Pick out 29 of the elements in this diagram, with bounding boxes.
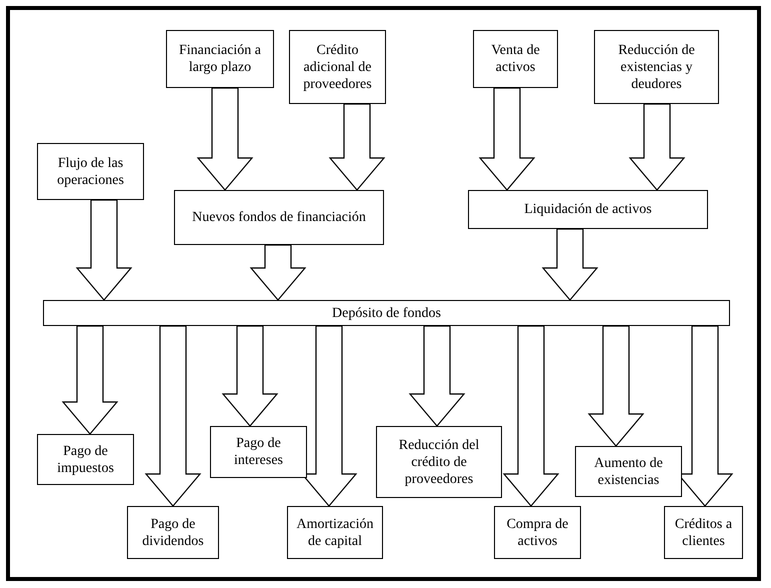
process-box: Flujo de las operaciones (37, 143, 144, 200)
block-arrow (542, 228, 598, 301)
process-box: Amortización de capital (287, 506, 383, 559)
process-box: Reducción de existencias y deudores (594, 30, 719, 104)
process-box: Compra de activos (494, 506, 581, 559)
process-box: Pago de intereses (210, 426, 307, 478)
process-box: Financiación a largo plazo (166, 30, 274, 88)
block-arrow (408, 325, 466, 427)
block-arrow (478, 87, 536, 191)
process-box: Venta de activos (473, 30, 558, 88)
process-box: Depósito de fondos (43, 300, 730, 326)
process-box: Nuevos fondos de financiación (174, 190, 384, 245)
block-arrow (196, 87, 254, 191)
process-box: Crédito adicional de proveedores (289, 30, 386, 104)
block-arrow (144, 325, 202, 507)
block-arrow (502, 325, 560, 507)
block-arrow (250, 244, 306, 301)
process-box: Pago de dividendos (127, 506, 219, 559)
block-arrow (628, 103, 686, 191)
process-box: Aumento de existencias (575, 446, 682, 497)
block-arrow (222, 325, 278, 427)
block-arrow (76, 199, 132, 301)
block-arrow (588, 325, 644, 447)
process-box: Liquidación de activos (468, 190, 708, 229)
process-box: Créditos a clientes (664, 506, 743, 559)
block-arrow (62, 325, 118, 435)
process-box: Pago de impuestos (37, 434, 134, 485)
block-arrow (328, 103, 386, 191)
process-box: Reducción del crédito de proveedores (376, 426, 502, 498)
